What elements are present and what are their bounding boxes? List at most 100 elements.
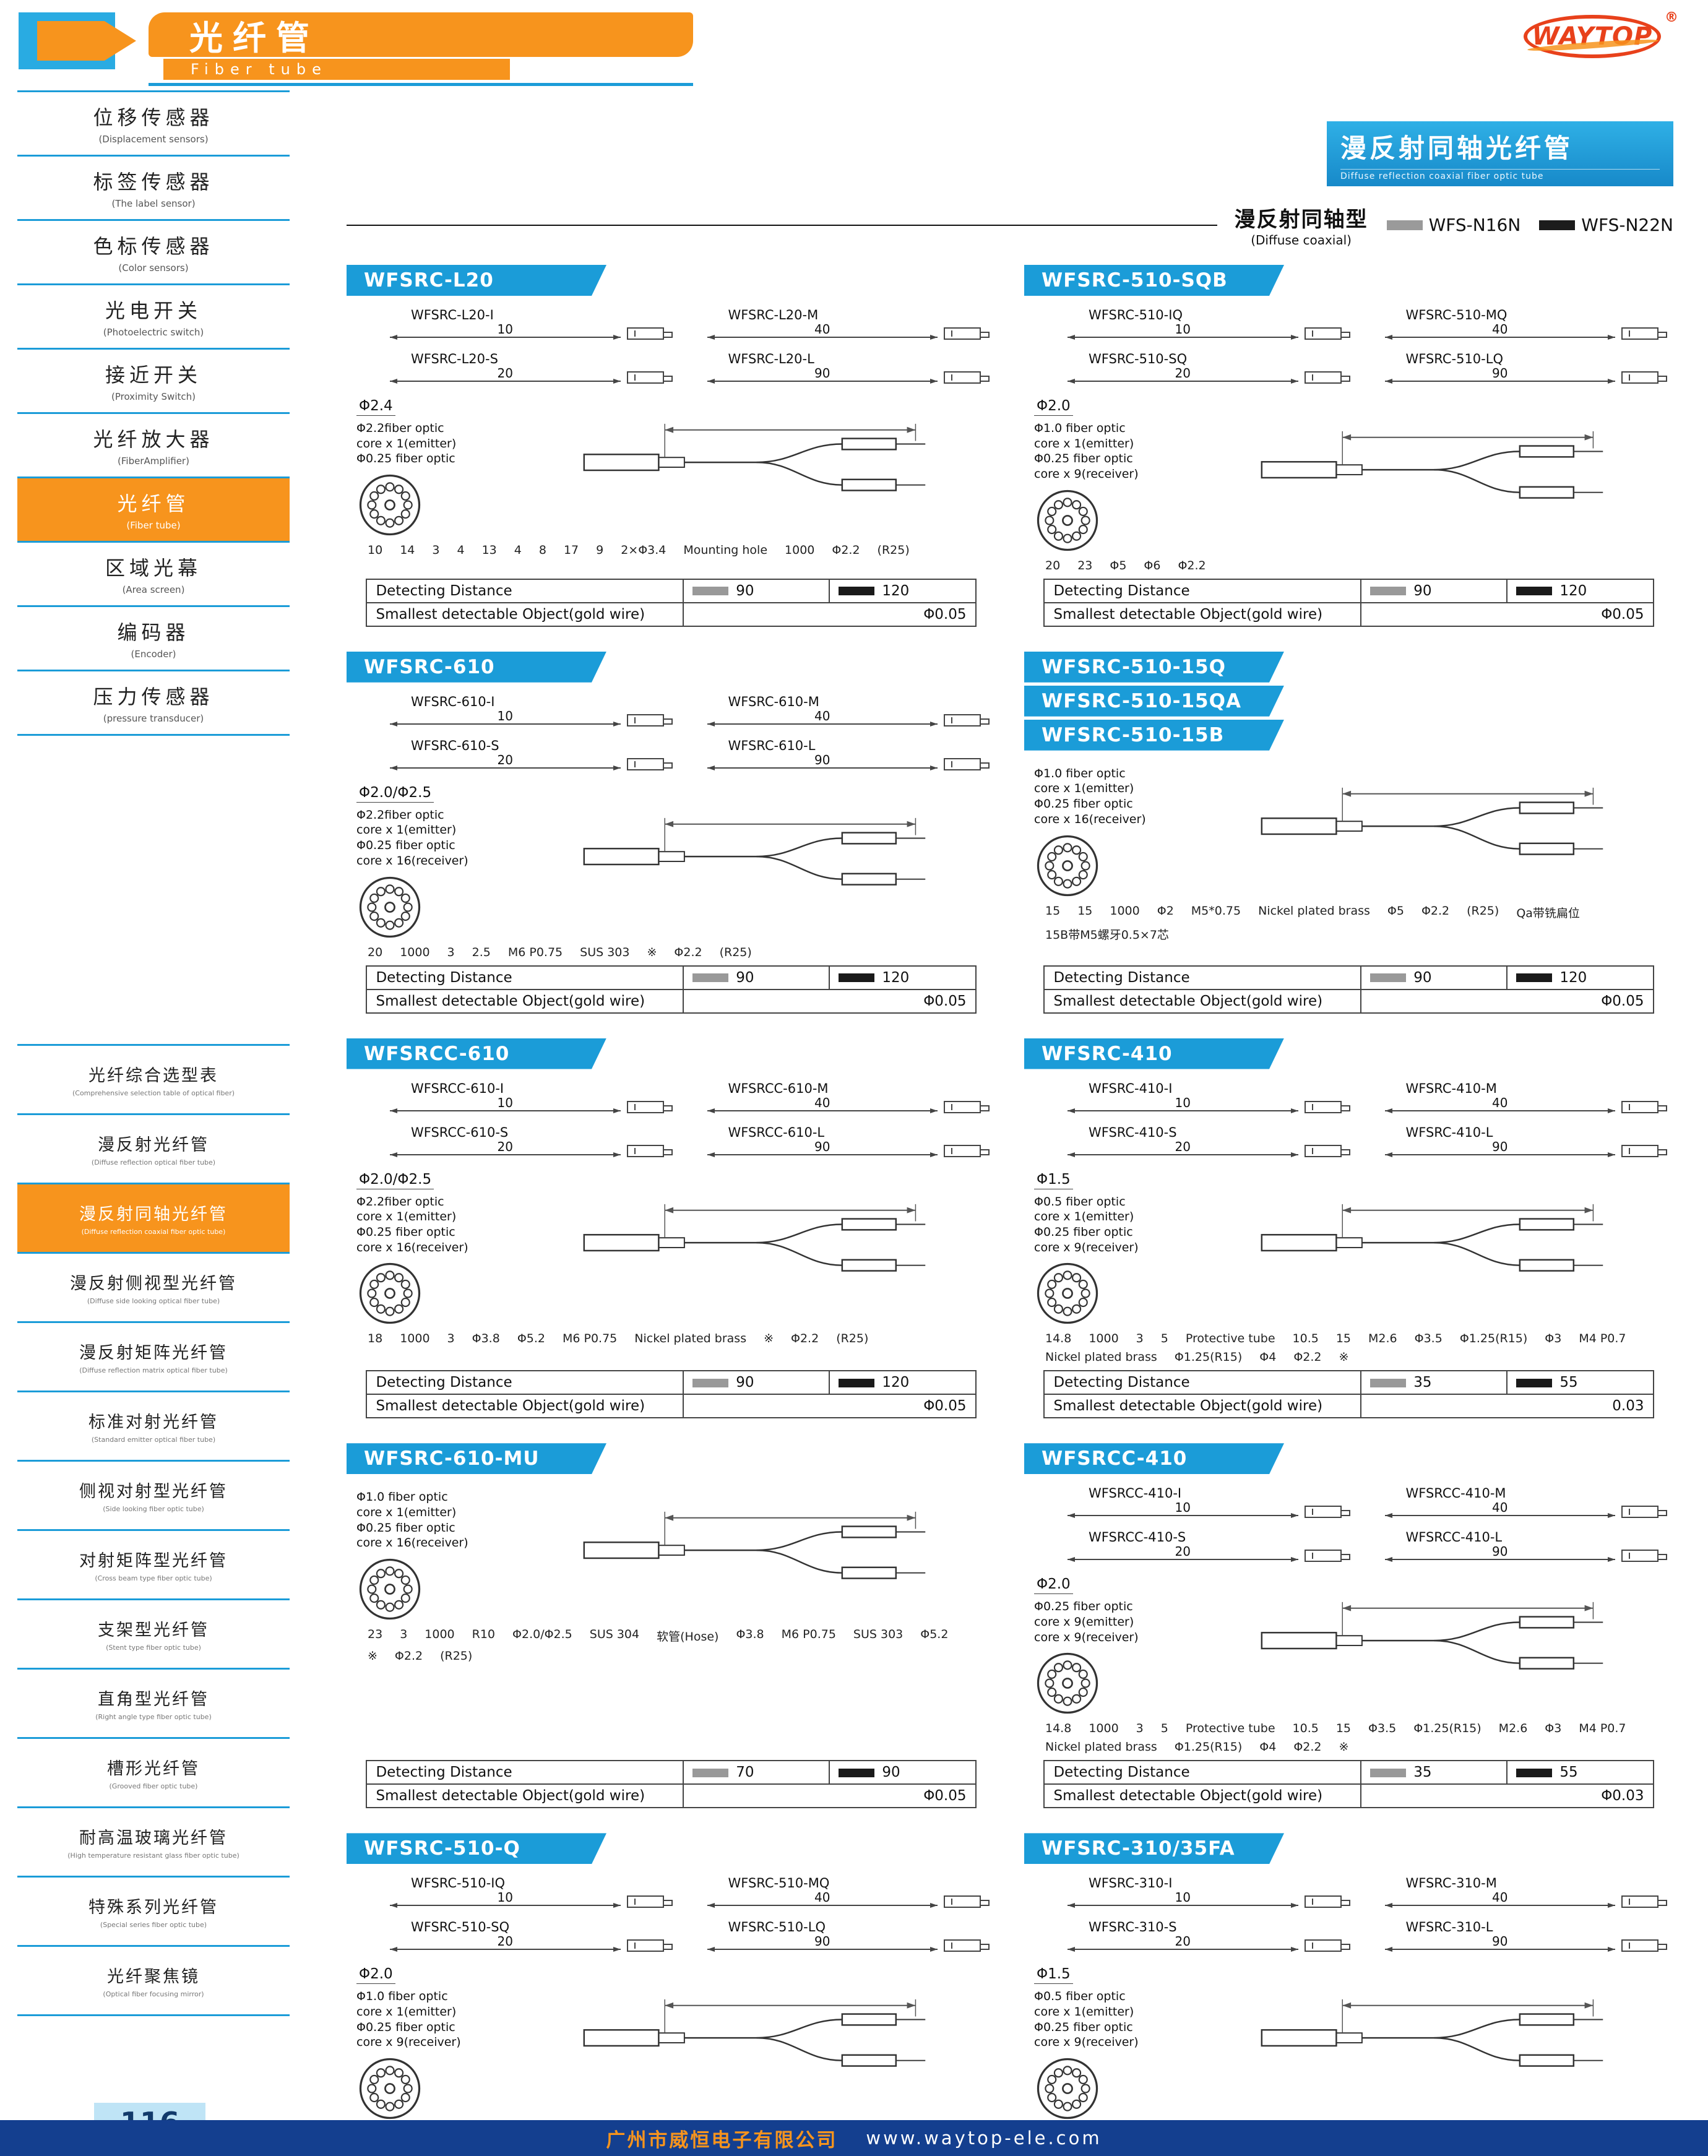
variant-dimension: 20 [1068,1139,1350,1160]
dimension-labels: 20 1000 3 2.5 M6 P0.75 SUS 303 ※ Φ2.2 (R… [347,942,996,965]
dimension-line: 10 [390,1890,621,1908]
product-section: WFSRC-510-15Q WFSRC-510-15QA WFSRC-510-1… [1024,652,1673,1017]
sidebar-item[interactable]: 标签传感器 (The label sensor) [17,157,290,221]
sidebar-subitem[interactable]: 槽形光纤管 (Grooved fiber optic tube) [17,1739,290,1808]
sidebar-item[interactable]: 接近开关 (Proximity Switch) [17,350,290,414]
wfs-n22n-bar-icon [839,587,875,596]
sidebar-item-label-en: (Proximity Switch) [111,391,196,402]
dimension-label: Φ1.25(R15) [1459,1332,1528,1346]
dimension-line: 40 [707,708,938,727]
connector-icon [1304,1506,1350,1519]
fiber-cross-section-icon [359,2058,421,2119]
sidebar-item[interactable]: 光纤放大器 (FiberAmplifier) [17,414,290,478]
dimension-line: 90 [1384,1934,1615,1952]
fiber-spec-line: core x 9(receiver) [1034,1240,1139,1254]
product-outline-drawing [583,1511,926,1579]
dimension-label: SUS 303 [580,945,630,959]
fiber-spec-line: core x 9(emitter) [1034,1615,1134,1629]
dimension-label: Φ3.5 [1414,1332,1443,1346]
variant-drawing: WFSRC-310-S 20 [1068,1920,1350,1955]
technical-drawing: Φ2.0 Φ1.0 fiber optic core x 1(emitter) … [347,1961,996,2123]
variant-dimension: 90 [707,1139,990,1160]
dimension-label: 4 [457,543,465,558]
main-content: 漫反射同轴光纤管 Diffuse reflection coaxial fibe… [347,121,1673,2156]
dimension-value: 20 [492,1934,518,1949]
distance-n16n-value: 70 [736,1764,754,1781]
variant-dimension: 90 [707,366,990,387]
dimension-value: 40 [1487,1890,1513,1905]
connector-icon [1621,1506,1667,1519]
diameter-label: Φ1.5 [1034,1966,1073,1985]
distance-n16n-cell: 90 [683,965,830,990]
sidebar-subitem[interactable]: 支架型光纤管 (Stent type fiber optic tube) [17,1600,290,1670]
dimension-label: Φ2.2 [832,543,860,558]
sidebar-subitem[interactable]: 漫反射同轴光纤管 (Diffuse reflection coaxial fib… [17,1184,290,1254]
sidebar-subitem[interactable]: 标准对射光纤管 (Standard emitter optical fiber … [17,1392,290,1462]
distance-n22n-cell: 120 [829,965,977,990]
dimension-label: Nickel plated brass [1045,1740,1157,1754]
dimension-line: 90 [1384,1139,1615,1157]
dimension-value: 20 [492,1139,518,1154]
sidebar-subitem[interactable]: 特殊系列光纤管 (Special series fiber optic tube… [17,1878,290,1947]
fiber-spec-block: Φ1.5 Φ0.5 fiber optic core x 1(emitter) … [1034,1171,1189,1327]
smallest-object-cell: Φ0.05 [1360,602,1654,627]
dimension-line: 20 [390,1934,621,1952]
sidebar-item[interactable]: 区域光幕 (Area screen) [17,543,290,607]
product-name: WFSRC-510-SQB [1024,265,1284,296]
sidebar: 位移传感器 (Displacement sensors) 标签传感器 (The … [17,90,290,2016]
connector-icon [1304,371,1350,384]
variant-label: WFSRC-L20-L [728,351,814,366]
dimension-line: 90 [707,1934,938,1952]
sidebar-subitem[interactable]: 漫反射光纤管 (Diffuse reflection optical fiber… [17,1115,290,1184]
sidebar-item[interactable]: 压力传感器 (pressure transducer) [17,671,290,736]
sidebar-subitem[interactable]: 漫反射侧视型光纤管 (Diffuse side looking optical … [17,1254,290,1323]
dimension-label: 15 [1335,1332,1352,1346]
fiber-spec-block: Φ2.4 Φ2.2fiber optic core x 1(emitter) Φ… [356,398,511,538]
dimension-label: 2×Φ3.4 [621,543,666,558]
detecting-distance-label: Detecting Distance [1043,1370,1362,1395]
sidebar-subitem[interactable]: 光纤综合选型表 (Comprehensive selection table o… [17,1046,290,1115]
fiber-spec-line: Φ0.25 fiber optic [1034,797,1133,811]
sidebar-item[interactable]: 色标传感器 (Color sensors) [17,221,290,285]
footer-url-link[interactable]: www.waytop-ele.com [866,2128,1102,2149]
sidebar-subitem[interactable]: 漫反射矩阵光纤管 (Diffuse reflection matrix opti… [17,1323,290,1392]
variant-drawing: WFSRC-510-LQ 90 [1384,351,1667,387]
sidebar-subitem[interactable]: 直角型光纤管 (Right angle type fiber optic tub… [17,1670,290,1739]
wfs-n16n-bar-icon [692,1378,729,1387]
section-title-en: Diffuse reflection coaxial fiber optic t… [1340,169,1660,183]
dimension-value: 10 [1170,1095,1196,1110]
series-color-swatch [1539,220,1576,230]
sidebar-subitem[interactable]: 光纤聚焦镜 (Optical fiber focusing mirror) [17,1947,290,2016]
fiber-spec-line: core x 9(receiver) [1034,1630,1139,1644]
connector-icon [944,1939,990,1952]
sidebar-item[interactable]: 光电开关 (Photoelectric switch) [17,285,290,350]
fiber-spec-line: Φ0.25 fiber optic [356,1520,455,1535]
product-title-banner: WFSRC-410 [1024,1038,1673,1072]
fiber-spec-lines: Φ2.2fiber optic core x 1(emitter) Φ0.25 … [356,1194,511,1256]
sidebar-subitem[interactable]: 侧视对射型光纤管 (Side looking fiber optic tube) [17,1462,290,1531]
sidebar-subitem[interactable]: 耐高温玻璃光纤管 (High temperature resistant gla… [17,1808,290,1878]
variant-label: WFSRC-410-S [1089,1124,1177,1140]
dimension-label: 13 [481,543,497,558]
variant-drawing: WFSRCC-610-S 20 [390,1125,673,1160]
sidebar-subitem-label-cn: 耐高温玻璃光纤管 [79,1829,228,1848]
arrow-right-icon [37,21,136,61]
diameter-label: Φ2.0 [356,1966,395,1985]
product-name: WFSRC-610 [347,652,606,683]
fiber-spec-line: core x 1(emitter) [1034,436,1134,451]
sidebar-subitem[interactable]: 对射矩阵型光纤管 (Cross beam type fiber optic tu… [17,1531,290,1600]
sidebar-item[interactable]: 光纤管 (Fiber tube) [17,478,290,543]
sidebar-item[interactable]: 编码器 (Encoder) [17,607,290,671]
variant-label: WFSRC-310-I [1089,1876,1173,1891]
distance-n22n-cell: 120 [829,1370,977,1395]
variant-drawing: WFSRC-L20-M 40 [707,308,990,343]
dimension-line: 10 [1068,322,1298,340]
sidebar-item[interactable]: 位移传感器 (Displacement sensors) [17,92,290,157]
sidebar-item-label-cn: 位移传感器 [93,106,214,129]
sidebar-subitem-label-en: (Diffuse reflection optical fiber tube) [91,1158,216,1166]
dimension-label: 20 [1045,558,1061,572]
variant-drawing: WFSRC-L20-L 90 [707,351,990,387]
dimension-line: 20 [1068,366,1298,384]
fiber-spec-line: Φ0.25 fiber optic [356,2020,455,2034]
dimension-line: 20 [390,1139,621,1157]
